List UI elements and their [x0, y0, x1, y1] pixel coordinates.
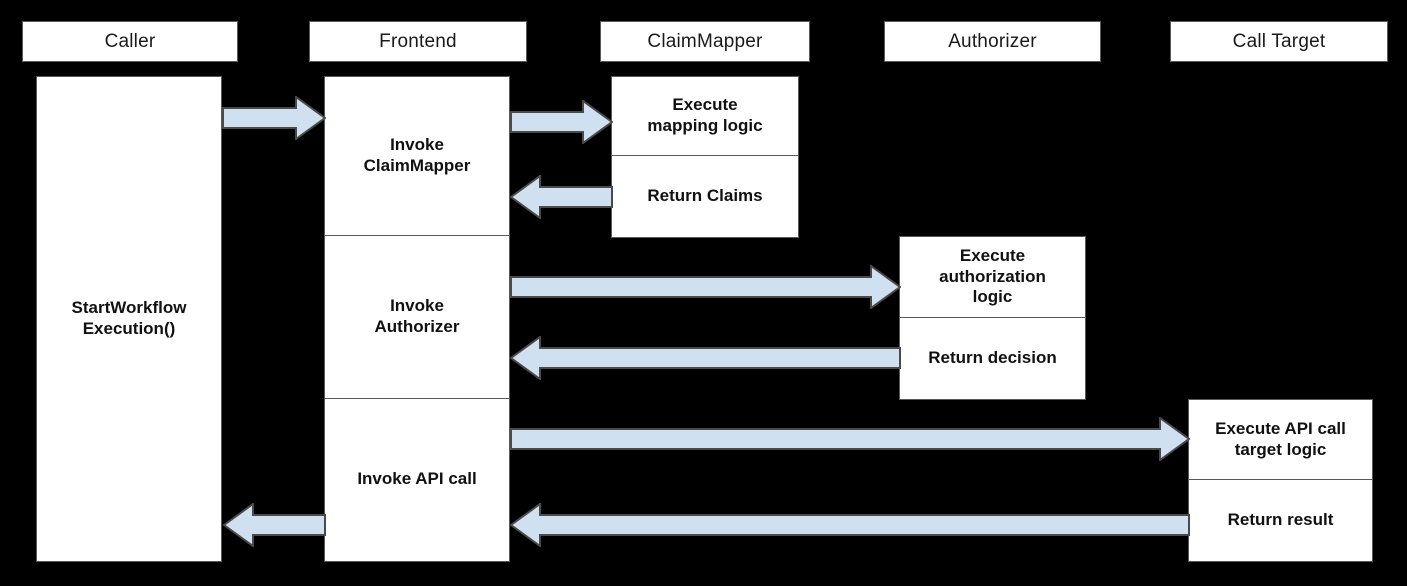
activation-frontend-invoke-authorizer: Invoke Authorizer	[325, 236, 509, 399]
activation-column-calltarget: Execute API call target logic Return res…	[1188, 399, 1373, 562]
activation-calltarget-return-result: Return result	[1227, 510, 1334, 530]
message-arrow-claimmapper-to-frontend	[510, 175, 613, 219]
lane-header-calltarget: Call Target	[1170, 21, 1388, 62]
activation-calltarget-execute-api-call-target-logic: Execute API call target logic	[1189, 400, 1372, 481]
activation-authorizer-execute-authorization-logic: Execute authorization logic	[900, 237, 1085, 318]
activation-caller-startworkflow: StartWorkflow Execution()	[71, 298, 187, 338]
lane-header-calltarget-label: Call Target	[1232, 30, 1326, 52]
lane-header-caller: Caller	[22, 21, 238, 62]
message-arrow-frontend-to-caller	[222, 503, 326, 547]
message-arrow-calltarget-to-frontend	[510, 503, 1190, 547]
lane-header-frontend: Frontend	[309, 21, 527, 62]
message-arrow-caller-to-frontend	[222, 96, 326, 140]
lane-header-authorizer: Authorizer	[884, 21, 1101, 62]
activation-claimmapper-return-claims: Return Claims	[647, 186, 763, 206]
message-arrow-frontend-to-authorizer	[510, 265, 901, 309]
lane-header-claimmapper-label: ClaimMapper	[647, 30, 763, 52]
activation-column-caller: StartWorkflow Execution()	[36, 76, 222, 562]
activation-column-claimmapper: Execute mapping logic Return Claims	[611, 76, 799, 238]
activation-frontend-invoke-claimmapper: Invoke ClaimMapper	[325, 77, 509, 237]
activation-authorizer-return-decision: Return decision	[928, 348, 1057, 368]
message-arrow-frontend-to-claimmapper	[510, 100, 613, 144]
lane-header-authorizer-label: Authorizer	[948, 30, 1037, 52]
message-arrow-frontend-to-calltarget	[510, 417, 1190, 461]
activation-column-frontend: Invoke ClaimMapper Invoke Authorizer Inv…	[324, 76, 510, 562]
activation-claimmapper-execute-mapping-logic: Execute mapping logic	[612, 77, 798, 157]
message-arrow-authorizer-to-frontend	[510, 336, 901, 380]
activation-column-authorizer: Execute authorization logic Return decis…	[899, 236, 1086, 400]
lane-header-caller-label: Caller	[104, 30, 156, 52]
activation-frontend-invoke-api-call: Invoke API call	[357, 469, 477, 489]
lane-header-claimmapper: ClaimMapper	[600, 21, 810, 62]
lane-header-frontend-label: Frontend	[379, 30, 457, 52]
